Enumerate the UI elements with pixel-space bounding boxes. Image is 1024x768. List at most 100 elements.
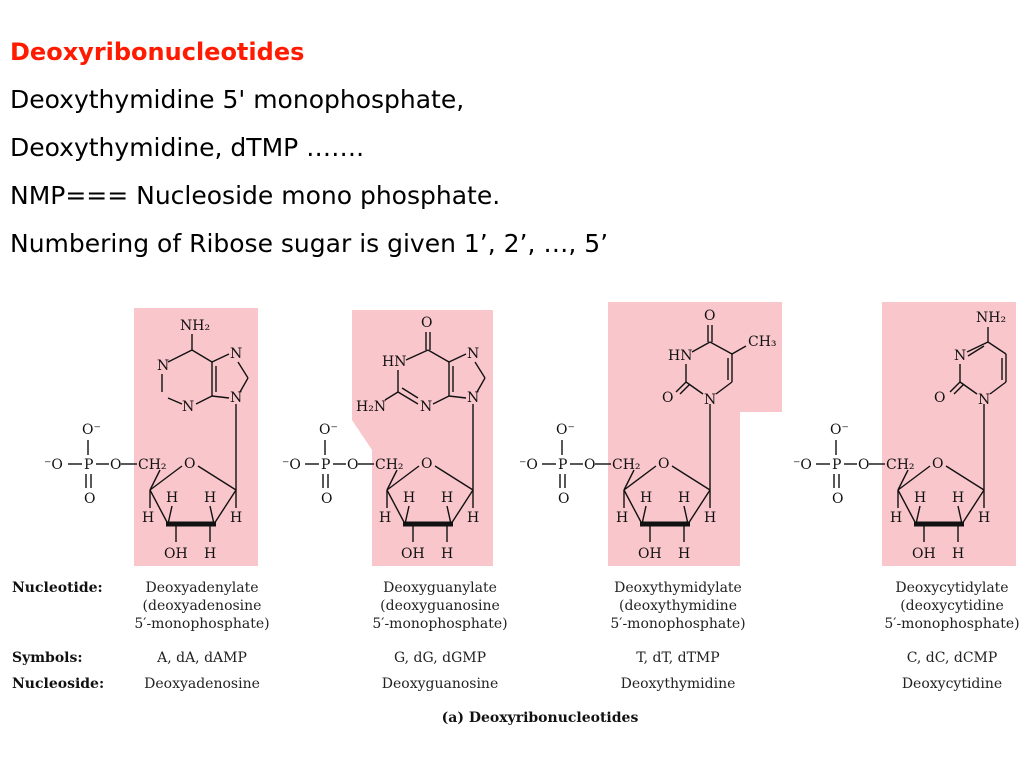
base-cytosine: NH₂ N O N [934, 310, 1007, 408]
nucleotide-name: (deoxyguanosine [380, 598, 500, 614]
atom-h: H [678, 546, 690, 562]
atom-ch2: CH₂ [886, 457, 915, 473]
atom-h: H [978, 510, 990, 526]
nucleotide-name: Deoxyadenylate [146, 580, 259, 596]
nucleotide-symbols: G, dG, dGMP [394, 650, 486, 666]
atom-h: H [142, 510, 154, 526]
atom-oh: OH [912, 546, 936, 562]
atom-ch2: CH₂ [375, 457, 404, 473]
atom-h: H [441, 546, 453, 562]
atom-n: N [954, 348, 966, 364]
atom-n: N [978, 392, 990, 408]
atom-o: O [934, 390, 945, 406]
atom-n: N [467, 390, 479, 406]
row-label-nucleoside: Nucleoside: [12, 676, 104, 692]
atom-o: O [584, 457, 595, 473]
atom-o: O [832, 491, 843, 507]
nucleotide-symbols: C, dC, dCMP [907, 650, 998, 666]
atom-ring-o: O [658, 456, 669, 472]
nucleotide-name: Deoxycytidylate [895, 580, 1008, 596]
atom-h: H [678, 490, 690, 506]
atom-n: N [230, 390, 242, 406]
atom-o-minus: O⁻ [556, 422, 575, 438]
nucleoside-name: Deoxyguanosine [382, 676, 498, 692]
name-table: Nucleotide: Symbols: Nucleoside: Deoxyad… [12, 580, 1020, 692]
atom-h2n: H₂N [356, 399, 386, 415]
nucleotide-name: 5′-monophosphate) [610, 616, 745, 632]
atom-p: P [84, 457, 93, 473]
atom-oh: OH [164, 546, 188, 562]
atom-h: H [914, 490, 926, 506]
atom-o-minus: O⁻ [830, 422, 849, 438]
atom-n: N [182, 399, 194, 415]
atom-o-minus: O⁻ [82, 422, 101, 438]
deoxyribose-sugar: O H H H H OH H [142, 456, 242, 562]
nucleotide-name: 5′-monophosphate) [372, 616, 507, 632]
atom-ch3: CH₃ [748, 334, 777, 350]
text-line-3: NMP=== Nucleoside mono phosphate. [10, 181, 501, 210]
atom-h: H [952, 546, 964, 562]
atom-o: O [321, 491, 332, 507]
nucleotide-name: (deoxycytidine [900, 598, 1004, 614]
text-line-4: Numbering of Ribose sugar is given 1’, 2… [10, 229, 609, 258]
nucleotide-symbols: A, dA, dAMP [156, 650, 247, 666]
text-line-1: Deoxythymidine 5' monophosphate, [10, 85, 465, 114]
atom-o-minus: ⁻O [44, 457, 63, 473]
phosphate-group: O⁻ ⁻O P O O CH₂ [519, 422, 641, 507]
atom-o: O [704, 308, 715, 324]
atom-o-minus: ⁻O [793, 457, 812, 473]
atom-n: N [230, 346, 242, 362]
nucleotide-damp: O⁻ ⁻O P O O CH₂ O [44, 318, 249, 562]
base-thymine: O HN CH₃ O N [662, 308, 777, 408]
atom-h: H [952, 490, 964, 506]
atom-h: H [616, 510, 628, 526]
atom-o: O [858, 457, 869, 473]
atom-h: H [403, 490, 415, 506]
deoxyribose-sugar: O H H H H OH H [379, 456, 479, 562]
nucleotide-name: 5′-monophosphate) [884, 616, 1019, 632]
atom-h: H [166, 490, 178, 506]
deoxyribose-sugar: O H H H H OH H [890, 456, 990, 562]
atom-nh2: NH₂ [180, 318, 210, 334]
nucleoside-name: Deoxythymidine [621, 676, 736, 692]
base-adenine: NH₂ N N N N [157, 318, 249, 415]
atom-p: P [558, 457, 567, 473]
phosphate-group: O⁻ ⁻O P O O CH₂ [44, 422, 167, 507]
atom-ch2: CH₂ [138, 457, 167, 473]
atom-n: N [467, 346, 479, 362]
nucleotide-name: 5′-monophosphate) [134, 616, 269, 632]
nucleotide-dtmp: O⁻ ⁻O P O O CH₂ O H [519, 308, 777, 562]
nucleoside-name: Deoxycytidine [902, 676, 1002, 692]
atom-oh: OH [401, 546, 425, 562]
deoxyribose-sugar: O H H H H OH H [616, 456, 716, 562]
nucleotide-name: Deoxyguanylate [383, 580, 497, 596]
atom-o: O [558, 491, 569, 507]
nucleotide-name: (deoxythymidine [619, 598, 737, 614]
atom-ring-o: O [184, 456, 195, 472]
atom-o: O [347, 457, 358, 473]
atom-h: H [890, 510, 902, 526]
atom-o-minus: O⁻ [319, 422, 338, 438]
atom-n: N [704, 392, 716, 408]
nucleotide-dcmp: O⁻ ⁻O P O O CH₂ O H [793, 310, 1007, 562]
atom-o: O [421, 315, 432, 331]
atom-n: N [157, 358, 169, 374]
atom-h: H [204, 490, 216, 506]
base-guanine: O HN H₂N N N N [356, 315, 486, 415]
atom-o: O [84, 491, 95, 507]
atom-n: N [420, 399, 432, 415]
atom-o: O [110, 457, 121, 473]
atom-nh2: NH₂ [976, 310, 1006, 326]
atom-p: P [321, 457, 330, 473]
slide-title: Deoxyribonucleotides [10, 38, 305, 66]
atom-o-minus: ⁻O [519, 457, 538, 473]
atom-h: H [204, 546, 216, 562]
figure-caption: (a) Deoxyribonucleotides [442, 710, 639, 726]
phosphate-group: O⁻ ⁻O P O O CH₂ [793, 422, 915, 507]
atom-p: P [832, 457, 841, 473]
atom-ring-o: O [932, 456, 943, 472]
row-label-nucleotide: Nucleotide: [12, 580, 103, 596]
nucleotide-dgmp: O⁻ ⁻O P O O CH₂ O H [282, 315, 486, 562]
atom-hn: HN [382, 354, 406, 370]
